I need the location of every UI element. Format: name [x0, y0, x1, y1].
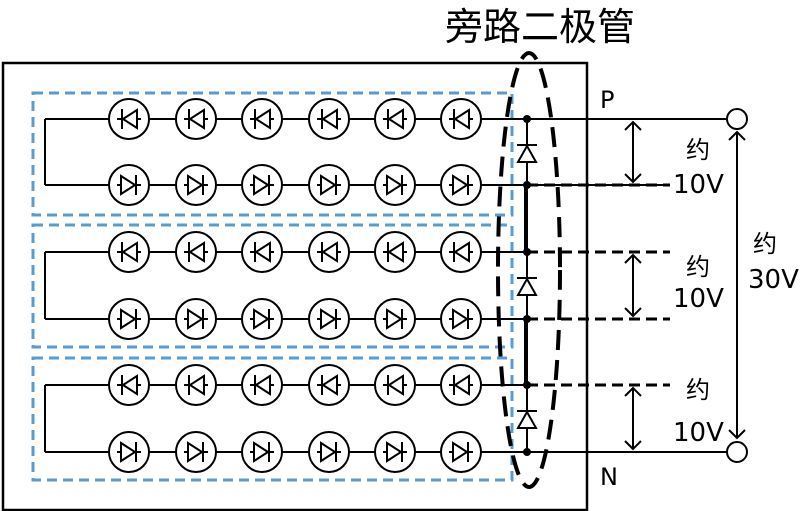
- solar-cell: [308, 431, 350, 473]
- solar-cell: [308, 164, 350, 206]
- group-3-approx-label: 约: [686, 376, 710, 404]
- solar-cell: [374, 298, 416, 340]
- group-3-voltage-label: 10V: [673, 418, 724, 448]
- solar-cell: [440, 231, 482, 273]
- substring-group-3: [31, 356, 514, 482]
- negative-terminal-icon[interactable]: [726, 441, 748, 463]
- solar-cell: [241, 364, 283, 406]
- solar-cell: [175, 431, 217, 473]
- solar-cell: [108, 431, 150, 473]
- junction-dots: [523, 115, 531, 456]
- solar-cell: [374, 231, 416, 273]
- solar-cells: [108, 98, 482, 473]
- group-1-approx-label: 约: [686, 136, 710, 164]
- solar-cell: [241, 98, 283, 140]
- solar-cell: [308, 298, 350, 340]
- solar-cell: [374, 164, 416, 206]
- voltage-tap-lines: [527, 183, 670, 387]
- terminal-n-label: N: [600, 463, 618, 491]
- solar-cell: [108, 164, 150, 206]
- bypass-diodes: [516, 143, 538, 429]
- solar-cell: [175, 98, 217, 140]
- solar-cell: [108, 231, 150, 273]
- solar-cell: [175, 231, 217, 273]
- solar-cell: [241, 164, 283, 206]
- bypass-diode-3: [516, 409, 538, 429]
- solar-cell: [440, 98, 482, 140]
- diagram-title: 旁路二极管: [445, 5, 635, 49]
- bypass-diode-highlight: [496, 51, 562, 489]
- module-frame: [1, 61, 589, 511]
- total-voltage-label: 30V: [748, 265, 799, 295]
- solar-cell: [374, 98, 416, 140]
- group-2-voltage-label: 10V: [673, 284, 724, 314]
- solar-cell: [440, 164, 482, 206]
- solar-cell: [308, 364, 350, 406]
- substring-groups: [31, 91, 514, 482]
- solar-cell: [308, 231, 350, 273]
- voltage-arrows: [624, 120, 746, 451]
- terminal-p-label: P: [600, 86, 614, 114]
- solar-cell: [175, 164, 217, 206]
- solar-cell: [374, 364, 416, 406]
- bypass-diode-2: [516, 276, 538, 296]
- solar-cell: [241, 431, 283, 473]
- solar-cell: [108, 98, 150, 140]
- substring-group-2: [31, 223, 514, 349]
- positive-terminal-icon[interactable]: [726, 108, 748, 130]
- solar-cell: [108, 364, 150, 406]
- group-2-approx-label: 约: [686, 253, 710, 281]
- solar-cell: [175, 298, 217, 340]
- group-1-voltage-label: 10V: [673, 170, 724, 200]
- solar-cell: [374, 431, 416, 473]
- solar-cell: [241, 231, 283, 273]
- solar-cell: [175, 364, 217, 406]
- solar-cell: [440, 364, 482, 406]
- solar-cell: [440, 298, 482, 340]
- solar-cell: [308, 98, 350, 140]
- bypass-diode-1: [516, 143, 538, 163]
- solar-cell: [241, 298, 283, 340]
- substring-group-1: [31, 91, 514, 217]
- total-approx-label: 约: [753, 230, 777, 258]
- solar-cell: [440, 431, 482, 473]
- solar-cell: [108, 298, 150, 340]
